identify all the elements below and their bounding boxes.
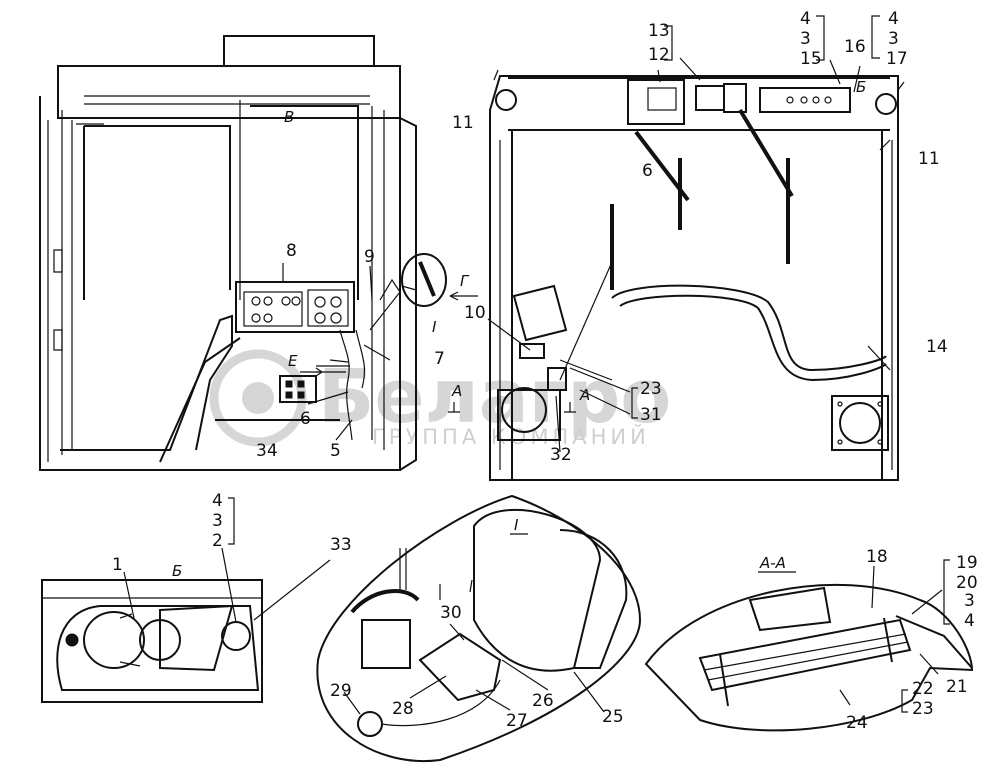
section-a-right: А [579,386,590,404]
callout-10: 10 [464,303,486,323]
section-marks: В Г I Е А А Б Б I А-А [168,78,866,581]
callout-29: 29 [330,681,352,701]
callout-labels: 8 9 7 6 5 34 11 11 6 13 12 4 3 15 16 4 3… [112,9,978,733]
callout-33: 33 [330,535,352,555]
switch-block [279,375,317,403]
callout-19: 19 [956,553,978,573]
callout-16: 16 [844,37,866,57]
callout-31: 31 [640,405,662,425]
callout-1: 1 [112,555,123,575]
section-a-left: А [451,382,462,400]
roof-hatch [223,35,375,67]
callout-7: 7 [434,349,445,369]
callout-15: 15 [800,49,822,69]
callout-13: 13 [648,21,670,41]
callout-4-top: 4 [800,9,811,29]
callout-8: 8 [286,241,297,261]
relay-block [627,79,685,125]
connector-box [512,284,568,342]
callout-26: 26 [532,691,554,711]
detail-title-b: Б [172,562,182,580]
fuse-block [361,619,411,669]
callout-6: 6 [300,409,311,429]
callout-14: 14 [926,337,948,357]
callout-17: 17 [886,49,908,69]
callout-25: 25 [602,707,624,727]
leader-lines [76,57,943,715]
speaker-mount [831,395,889,451]
callout-11-left: 11 [452,113,474,133]
callout-4-lamp: 4 [212,491,223,511]
callout-23-aa: 23 [912,699,934,719]
callout-2: 2 [212,531,223,551]
callout-27: 27 [506,711,528,731]
callout-11-right: 11 [918,149,940,169]
callout-30: 30 [440,603,462,623]
mark-b-right: Б [856,78,866,96]
ring-terminal [357,711,383,737]
callout-12: 12 [648,45,670,65]
callout-22: 22 [912,679,934,699]
callout-4-aa: 4 [964,611,975,631]
instrument-panel [235,281,355,333]
detail-title-i: I [514,516,519,534]
right-cab-outline [489,75,899,481]
detail-lamp-view [41,579,263,703]
callout-28: 28 [392,699,414,719]
view-label-g: Г [460,272,470,290]
callout-3-lamp: 3 [212,511,223,531]
callout-21: 21 [946,677,968,697]
callout-23-right: 23 [640,379,662,399]
callout-34: 34 [256,441,278,461]
callout-18: 18 [866,547,888,567]
callout-5: 5 [330,441,341,461]
detail-title-aa: А-А [759,554,786,572]
callout-3-topright: 3 [888,29,899,49]
watermark-subtitle: ГРУППА КОМПАНИЙ [372,424,650,449]
bracket-top [748,586,832,632]
callout-3-aa: 3 [964,591,975,611]
watermark: Белагро ГРУППА КОМПАНИЙ [209,349,671,449]
right-cab-view [489,69,905,481]
callout-32: 32 [550,445,572,465]
left-cab-view [39,35,447,471]
callout-9: 9 [364,247,375,267]
mark-i: I [432,318,437,336]
callout-3-top: 3 [800,29,811,49]
callout-20: 20 [956,573,978,593]
callout-brackets [228,15,950,713]
watermark-brand: Белагро [318,354,671,440]
view-label-e: Е [288,352,298,370]
indicator-panel [759,87,851,113]
detail-aa-view [644,583,974,732]
left-cab-roof [57,65,401,119]
callout-24: 24 [846,713,868,733]
callout-6-right: 6 [642,161,653,181]
view-label-b: В [284,108,294,126]
detail-i-view [316,494,642,762]
callout-4-topright: 4 [888,9,899,29]
